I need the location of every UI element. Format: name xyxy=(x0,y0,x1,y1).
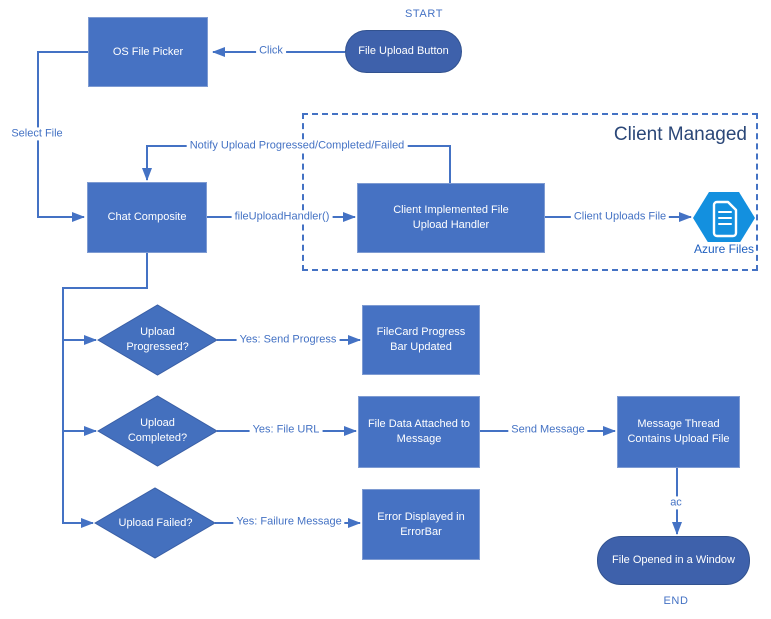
decision-upload-failed-label: Upload Failed? xyxy=(118,516,193,529)
start-label: START xyxy=(404,8,444,20)
decision-upload-completed-label: Upload Completed? xyxy=(127,417,188,444)
edge-label-notify: Notify Upload Progressed/Completed/Faile… xyxy=(186,139,408,153)
node-chat-composite: Chat Composite xyxy=(87,182,207,253)
node-file-data-attached: File Data Attached to Message xyxy=(358,396,480,468)
decision-upload-failed: Upload Failed? xyxy=(96,488,215,558)
edge-label-yes-file-url: Yes: File URL xyxy=(249,423,323,437)
node-error-displayed: Error Displayed in ErrorBar xyxy=(362,489,480,560)
edge-label-file-upload-handler: fileUploadHandler() xyxy=(231,210,333,224)
edge-label-yes-failure-message: Yes: Failure Message xyxy=(233,515,345,529)
client-managed-label: Client Managed xyxy=(611,124,749,146)
node-message-thread: Message Thread Contains Upload File xyxy=(617,396,740,468)
node-client-implemented-handler: Client Implemented File Upload Handler xyxy=(357,183,545,253)
end-label: END xyxy=(663,595,689,607)
edge-label-click: Click xyxy=(256,44,286,58)
node-file-data-attached-label: File Data Attached to Message xyxy=(367,418,471,445)
diamond-upload-completed xyxy=(97,395,218,467)
decision-upload-progressed-label: Upload Progressed? xyxy=(126,326,189,353)
azure-files-label: Azure Files xyxy=(691,242,757,256)
edge-label-select-file: Select File xyxy=(8,127,66,141)
decision-upload-completed: Upload Completed? xyxy=(98,396,217,466)
node-filecard-progress: FileCard Progress Bar Updated xyxy=(362,305,480,375)
diamond-upload-progressed xyxy=(97,304,218,376)
client-managed-container: Client Managed xyxy=(302,113,758,271)
decision-upload-progressed: Upload Progressed? xyxy=(98,305,217,375)
connector-decision-rail xyxy=(62,253,148,528)
edge-label-yes-send-progress: Yes: Send Progress xyxy=(236,333,340,347)
azure-files-icon xyxy=(693,192,755,244)
node-file-upload-button: File Upload Button xyxy=(345,30,462,73)
node-chat-composite-label: Chat Composite xyxy=(107,211,187,224)
edge-label-ac: ac xyxy=(667,496,685,510)
node-file-upload-button-label: File Upload Button xyxy=(358,45,449,58)
node-message-thread-label: Message Thread Contains Upload File xyxy=(627,418,730,445)
node-os-file-picker: OS File Picker xyxy=(88,17,208,87)
node-error-displayed-label: Error Displayed in ErrorBar xyxy=(377,510,465,538)
diamond-upload-failed xyxy=(94,487,216,559)
node-file-opened-label: File Opened in a Window xyxy=(612,554,735,567)
node-os-file-picker-label: OS File Picker xyxy=(112,45,184,58)
edge-label-client-uploads-file: Client Uploads File xyxy=(570,210,670,224)
node-file-opened: File Opened in a Window xyxy=(597,536,750,585)
edge-label-send-message: Send Message xyxy=(508,423,588,437)
node-filecard-progress-label: FileCard Progress Bar Updated xyxy=(376,326,466,353)
node-client-implemented-handler-label: Client Implemented File Upload Handler xyxy=(393,204,509,231)
